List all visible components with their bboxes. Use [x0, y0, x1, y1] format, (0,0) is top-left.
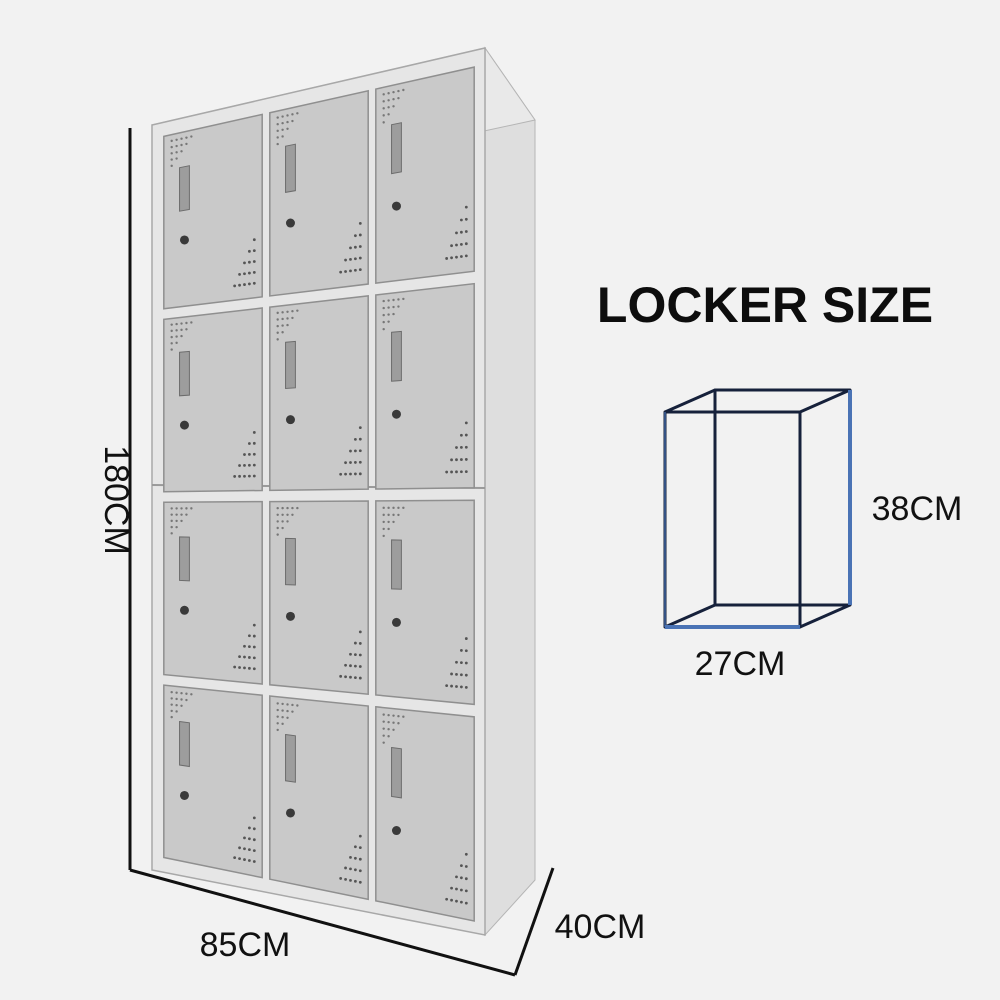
- vent-icon: [276, 702, 362, 884]
- handle-icon: [285, 537, 296, 586]
- lock-icon: [285, 611, 295, 621]
- locker-door-7: [163, 500, 263, 685]
- locker-door-9: [375, 499, 475, 706]
- handle-icon: [391, 330, 402, 382]
- cabinet-side-panel: [484, 46, 536, 937]
- vent-icon: [170, 135, 256, 288]
- handle-icon: [285, 733, 296, 783]
- box-front-face: [663, 410, 802, 629]
- lock-icon: [391, 409, 401, 419]
- lock-icon: [179, 790, 189, 800]
- compartment-width-label: 27CM: [695, 645, 786, 683]
- depth-dimension-line: [513, 867, 555, 976]
- locker-door-5: [269, 295, 369, 492]
- lock-icon: [179, 605, 189, 615]
- box-back-face: [713, 388, 852, 607]
- handle-icon: [391, 746, 402, 799]
- vent-icon: [276, 506, 362, 680]
- page-title: LOCKER SIZE: [597, 277, 933, 333]
- handle-icon: [179, 536, 190, 582]
- lock-icon: [391, 201, 401, 211]
- vent-icon: [276, 112, 362, 274]
- locker-door-11: [269, 695, 369, 901]
- vent-icon: [382, 506, 468, 689]
- vent-icon: [276, 309, 362, 476]
- lock-icon: [391, 617, 401, 627]
- handle-icon: [179, 350, 190, 397]
- locker-door-2: [269, 89, 369, 297]
- locker-door-4: [163, 307, 263, 493]
- handle-icon: [179, 720, 190, 768]
- handle-icon: [285, 340, 296, 390]
- handle-icon: [285, 143, 296, 193]
- handle-icon: [391, 122, 402, 175]
- compartment-box-diagram: [663, 388, 852, 629]
- locker-door-10: [163, 684, 263, 879]
- compartment-height-label: 38CM: [872, 490, 963, 528]
- handle-icon: [179, 165, 190, 212]
- lock-icon: [285, 218, 295, 228]
- cabinet-width-label: 85CM: [200, 926, 291, 964]
- vent-icon: [382, 713, 468, 905]
- width-dimension-line: [129, 868, 516, 977]
- lock-icon: [391, 826, 401, 836]
- lock-icon: [285, 808, 295, 818]
- lock-icon: [285, 415, 295, 425]
- lock-icon: [179, 235, 189, 245]
- vent-icon: [382, 297, 468, 474]
- locker-door-6: [375, 282, 475, 490]
- locker-door-8: [269, 500, 369, 696]
- cabinet-depth-label: 40CM: [555, 908, 646, 946]
- locker-doors: [163, 66, 475, 922]
- lock-icon: [179, 420, 189, 430]
- vent-icon: [170, 690, 256, 863]
- locker-door-12: [375, 705, 475, 922]
- locker-door-3: [375, 66, 475, 284]
- cabinet-height-label: 180CM: [97, 445, 135, 555]
- vent-icon: [382, 88, 468, 260]
- locker-door-1: [163, 113, 263, 310]
- vent-icon: [170, 507, 256, 671]
- handle-icon: [391, 539, 402, 590]
- vent-icon: [170, 321, 256, 478]
